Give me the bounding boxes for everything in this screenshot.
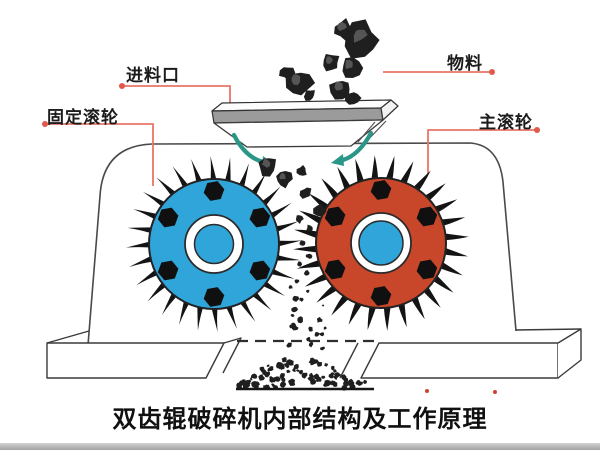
bolt-hex-icon [203,181,225,201]
label-fixed-roller: 固定滚轮 [47,108,119,128]
stray-dot [425,389,429,393]
stray-dot [493,390,497,394]
base-blocks [46,328,582,379]
label-feed-inlet: 进料口 [126,66,180,86]
crushed-material [236,285,374,391]
bottom-edge-strip [0,443,600,450]
bolt-hex-icon [157,207,179,228]
bolt-hex-icon [416,206,438,227]
arrow-head-right-icon [331,154,344,166]
bolt-hex-icon [416,259,438,280]
coal-lumps-falling [279,18,380,105]
fixed-roller-gear [126,156,302,332]
coal-lumps-crushing [258,158,327,284]
main-roller-gear [293,155,469,331]
bolt-hex-icon [157,260,179,281]
bolt-hex-icon [370,180,392,200]
caption-title: 双齿辊破碎机内部结构及工作原理 [112,405,488,433]
leader-lines [42,69,540,186]
label-main-roller: 主滚轮 [479,113,533,133]
label-material: 物料 [447,54,483,74]
feed-hopper [211,99,399,148]
bolt-hex-icon [249,260,271,281]
bolt-hex-icon [370,286,392,306]
bolt-hex-icon [249,207,271,228]
bolt-hex-icon [203,287,225,307]
bolt-hex-icon [324,259,346,280]
bolt-hex-icon [324,206,346,227]
